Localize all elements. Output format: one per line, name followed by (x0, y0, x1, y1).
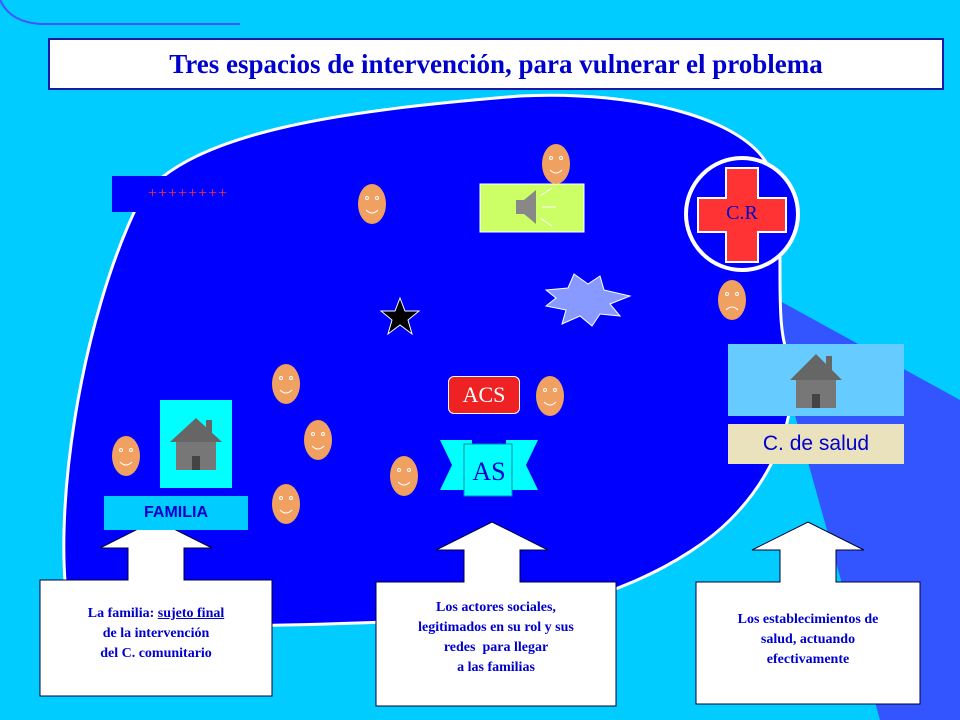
c-salud-label: C. de salud (728, 424, 904, 464)
red-cross-icon (684, 156, 800, 272)
house-icon-familia (160, 400, 232, 488)
decorative-arc (0, 0, 240, 25)
cr-label: C.R (726, 201, 758, 224)
face-icon (272, 484, 300, 524)
callout-family-prefix: La familia: (87, 606, 158, 621)
callout-family-line1: La familia: sujeto final (40, 604, 272, 624)
face-icon (536, 376, 564, 416)
face-icon (390, 456, 418, 496)
as-label: AS (472, 457, 506, 486)
callout-family-underlined: sujeto final (157, 606, 225, 621)
callout-actors-shape (375, 521, 617, 707)
house-icon-salud (728, 344, 904, 416)
callout-actors-text: Los actores sociales, legitimados en su … (376, 598, 616, 678)
face-icon (112, 436, 140, 476)
star-icon (379, 296, 421, 336)
face-icons (112, 144, 746, 524)
plus-signs-label: ++++++++ (112, 176, 244, 212)
face-icon (304, 420, 332, 460)
callout-actors-line1: Los actores sociales, (436, 600, 556, 615)
face-icon (542, 144, 570, 184)
callout-family-text: La familia: sujeto final de la intervenc… (40, 604, 272, 664)
familia-label: FAMILIA (104, 496, 248, 530)
callout-health-line3: efectivamente (766, 652, 850, 667)
face-icon (358, 184, 386, 224)
scroll-banner-icon (440, 440, 538, 497)
callout-health-line1: Los establecimientos de (737, 612, 879, 627)
callout-family-line3: del C. comunitario (100, 646, 212, 661)
callout-actors-line4: a las familias (457, 660, 535, 675)
callout-health-text: Los establecimientos de salud, actuando … (696, 610, 920, 670)
callout-actors-line2: legitimados en su rol y sus (418, 620, 574, 635)
page-title: Tres espacios de intervención, para vuln… (48, 38, 944, 90)
page-title-text: Tres espacios de intervención, para vuln… (169, 48, 823, 79)
burst-icon (544, 273, 632, 327)
callout-family-line2: de la intervención (102, 626, 210, 641)
face-icon (272, 364, 300, 404)
callout-health-shape (695, 521, 921, 705)
acs-label: ACS (448, 376, 520, 414)
speaker-icon (479, 183, 585, 233)
callout-family-shape (39, 519, 273, 697)
callout-health-line2: salud, actuando (760, 632, 856, 647)
callout-actors-line3: redes para llegar (443, 640, 549, 655)
face-icon (718, 280, 746, 320)
